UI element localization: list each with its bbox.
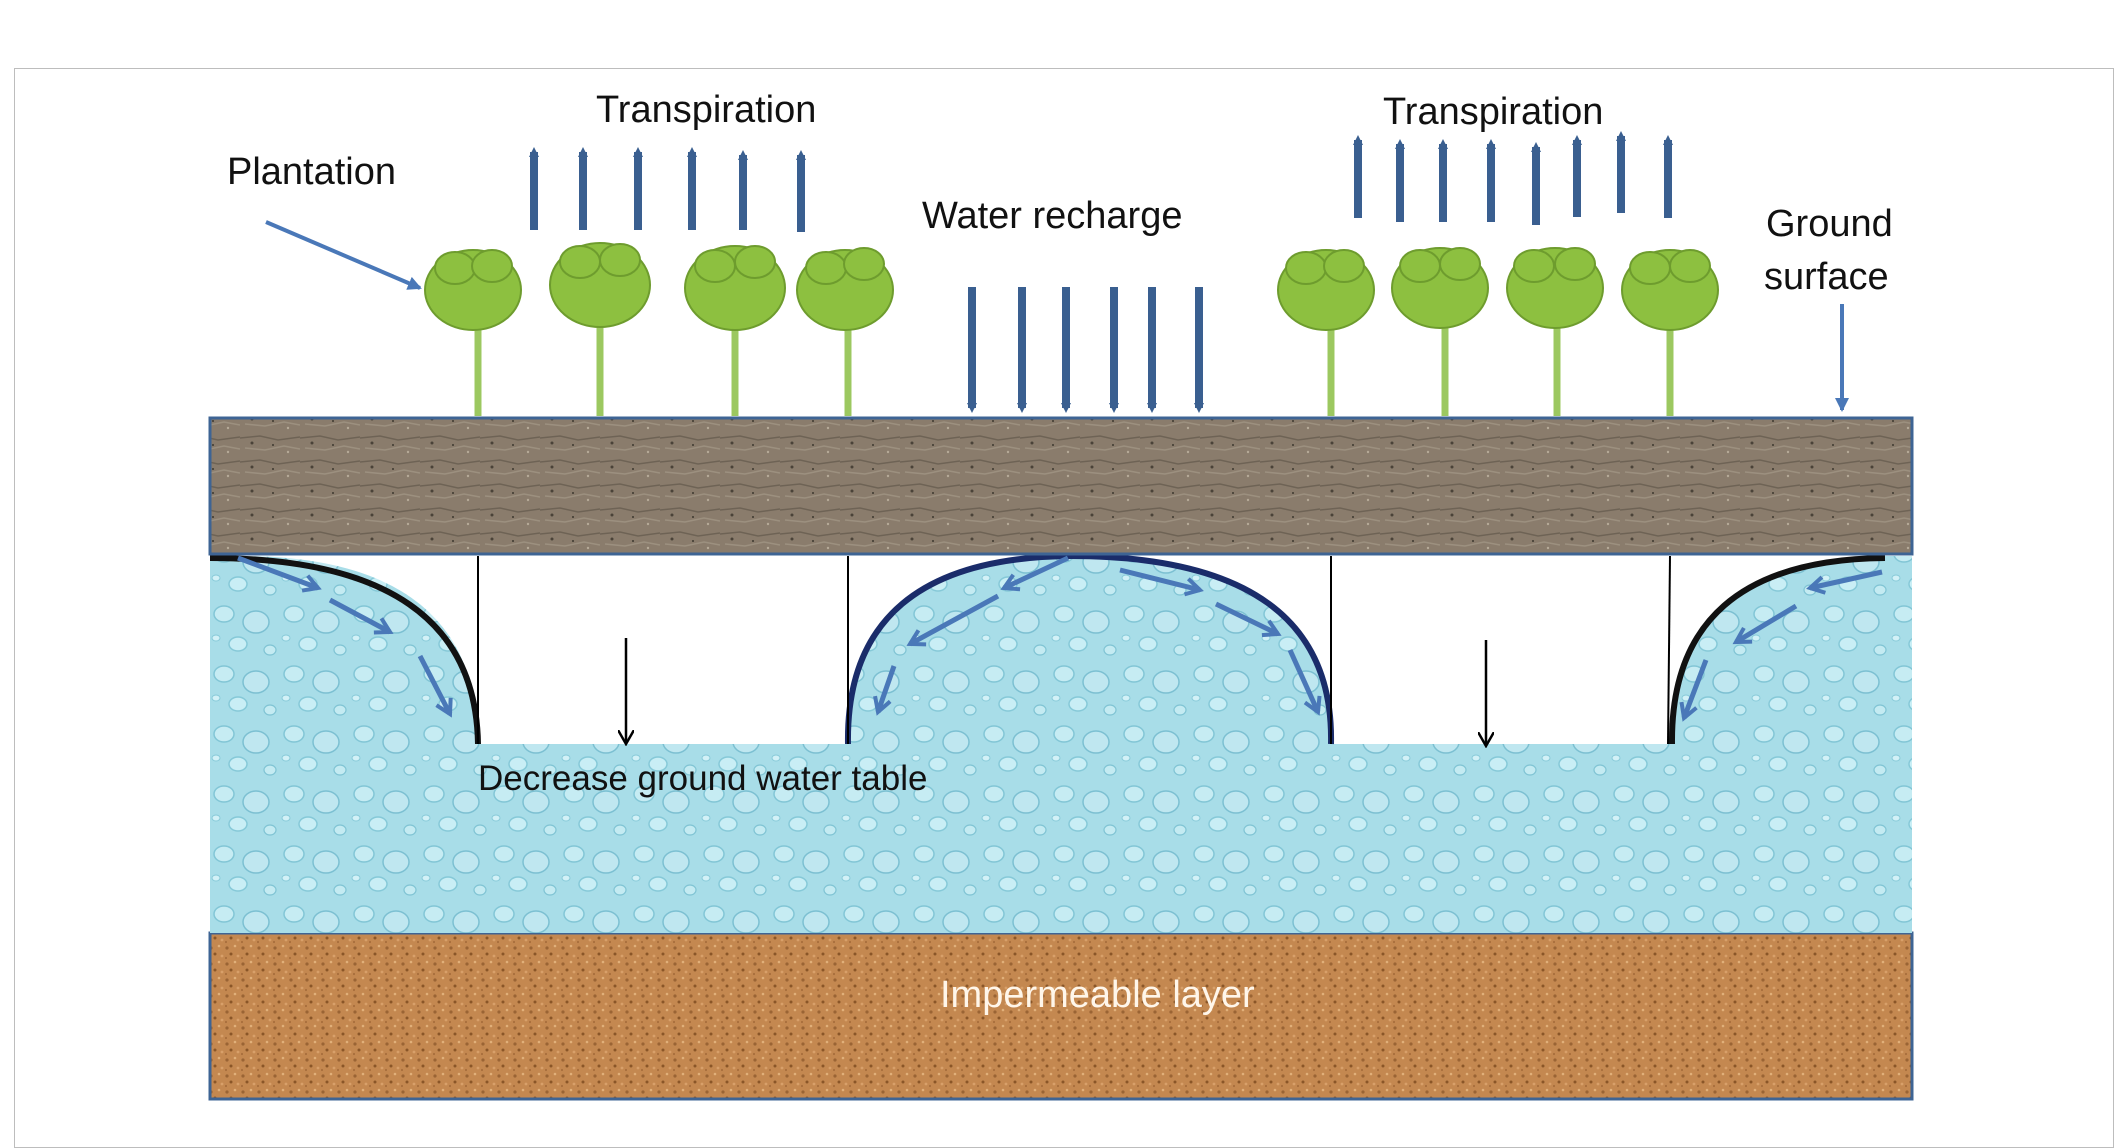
tree-icon [1506,247,1604,329]
flow-arrow-icon [328,597,390,632]
flow-arrow-icon [1214,601,1278,634]
flow-arrow-icon [1287,648,1318,712]
flow-arrow-icon [878,665,897,712]
water-recharge-label: Water recharge [922,195,1183,237]
tree-icon [684,245,786,331]
flow-arrows-right [1684,569,1883,718]
ground-surface-label-line1: Ground [1766,203,1893,245]
decrease-water-table-label: Decrease ground water table [478,759,928,798]
ground-surface-label-line2: surface [1764,256,1889,298]
flow-arrows-left [237,555,450,714]
flow-arrow-icon [417,654,450,714]
flow-arrow-icon [237,555,318,588]
water-recharge-arrows [967,287,1204,413]
tree-icon [796,247,894,331]
tree-icon [1277,249,1375,331]
tree-icon [424,249,522,331]
plantation-pointer-arrow [265,220,422,290]
tree-trunks [474,300,1674,416]
plantation-label: Plantation [227,151,397,193]
flow-arrow-icon [1736,603,1798,645]
groundwater-diagram [208,131,1914,1101]
flow-arrow-icon [1119,567,1200,590]
transpiration-arrows-right [1353,131,1673,225]
flow-arrow-icon [1684,659,1709,718]
water-table-curve-right [1668,555,1886,745]
flow-arrow-icon [910,593,1000,644]
impermeable-layer-label: Impermeable layer [940,974,1255,1016]
transpiration-label-right: Transpiration [1383,91,1604,133]
tree-icon [1391,247,1489,329]
tree-icon [549,242,651,328]
water-table-curve-left [209,555,481,745]
tree-canopies [424,242,1719,331]
tree-icon [1621,249,1719,331]
water-table-curve-middle [844,552,1335,745]
transpiration-arrows-left [529,147,806,232]
flow-arrow-icon [1004,555,1070,588]
groundwater-body [210,556,1912,933]
transpiration-label-left: Transpiration [596,89,817,131]
root-line [1667,555,1671,745]
soil-layer [208,416,1914,556]
flow-arrows-middle [878,555,1318,712]
flow-arrow-icon [1810,569,1883,588]
